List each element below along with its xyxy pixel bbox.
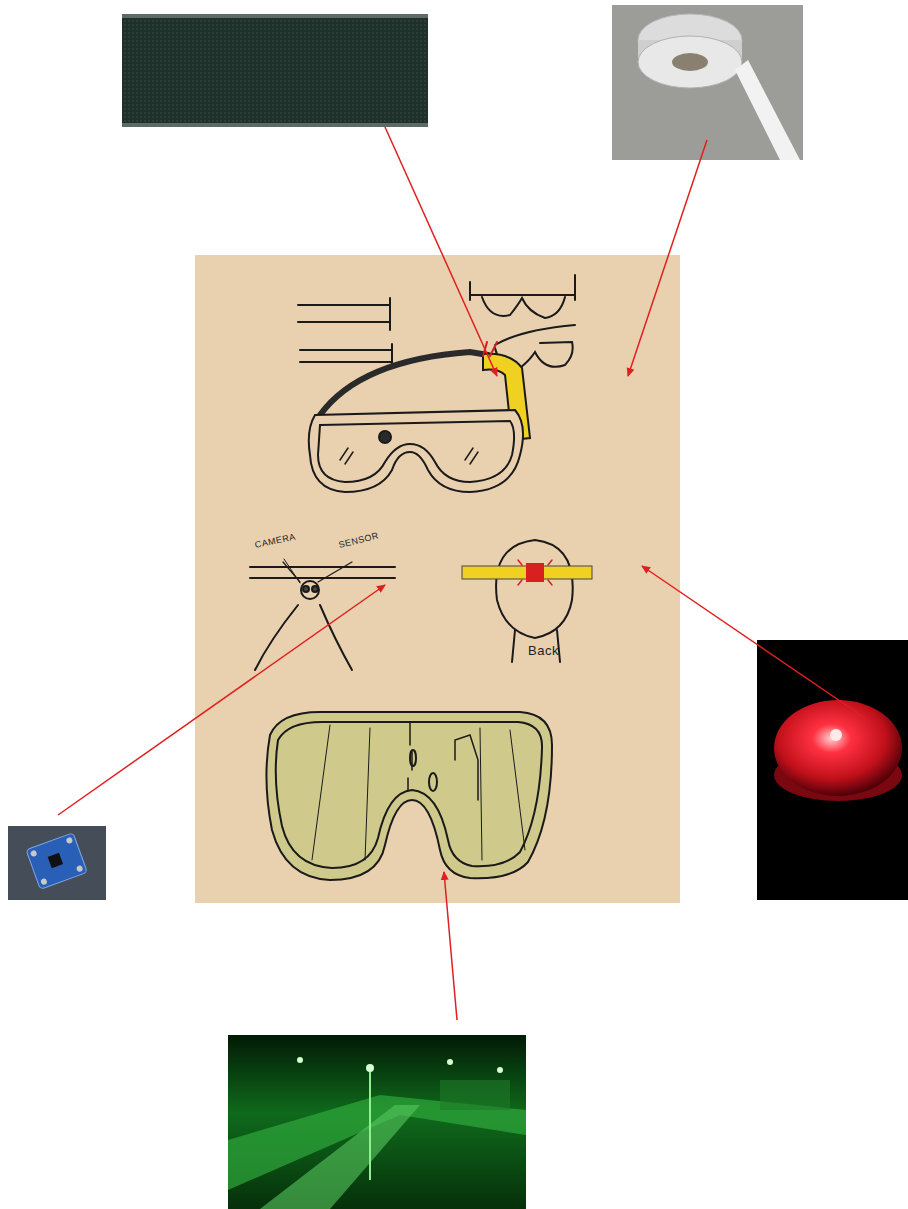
sketch-paper [195, 255, 680, 903]
sensor-photo [8, 826, 106, 900]
elastic-photo [122, 14, 428, 127]
back-label: Back [528, 643, 559, 658]
tape-photo [612, 5, 803, 160]
night-vision-photo [228, 1035, 526, 1209]
red-light-photo [757, 640, 908, 900]
red-arrows [58, 127, 865, 1020]
